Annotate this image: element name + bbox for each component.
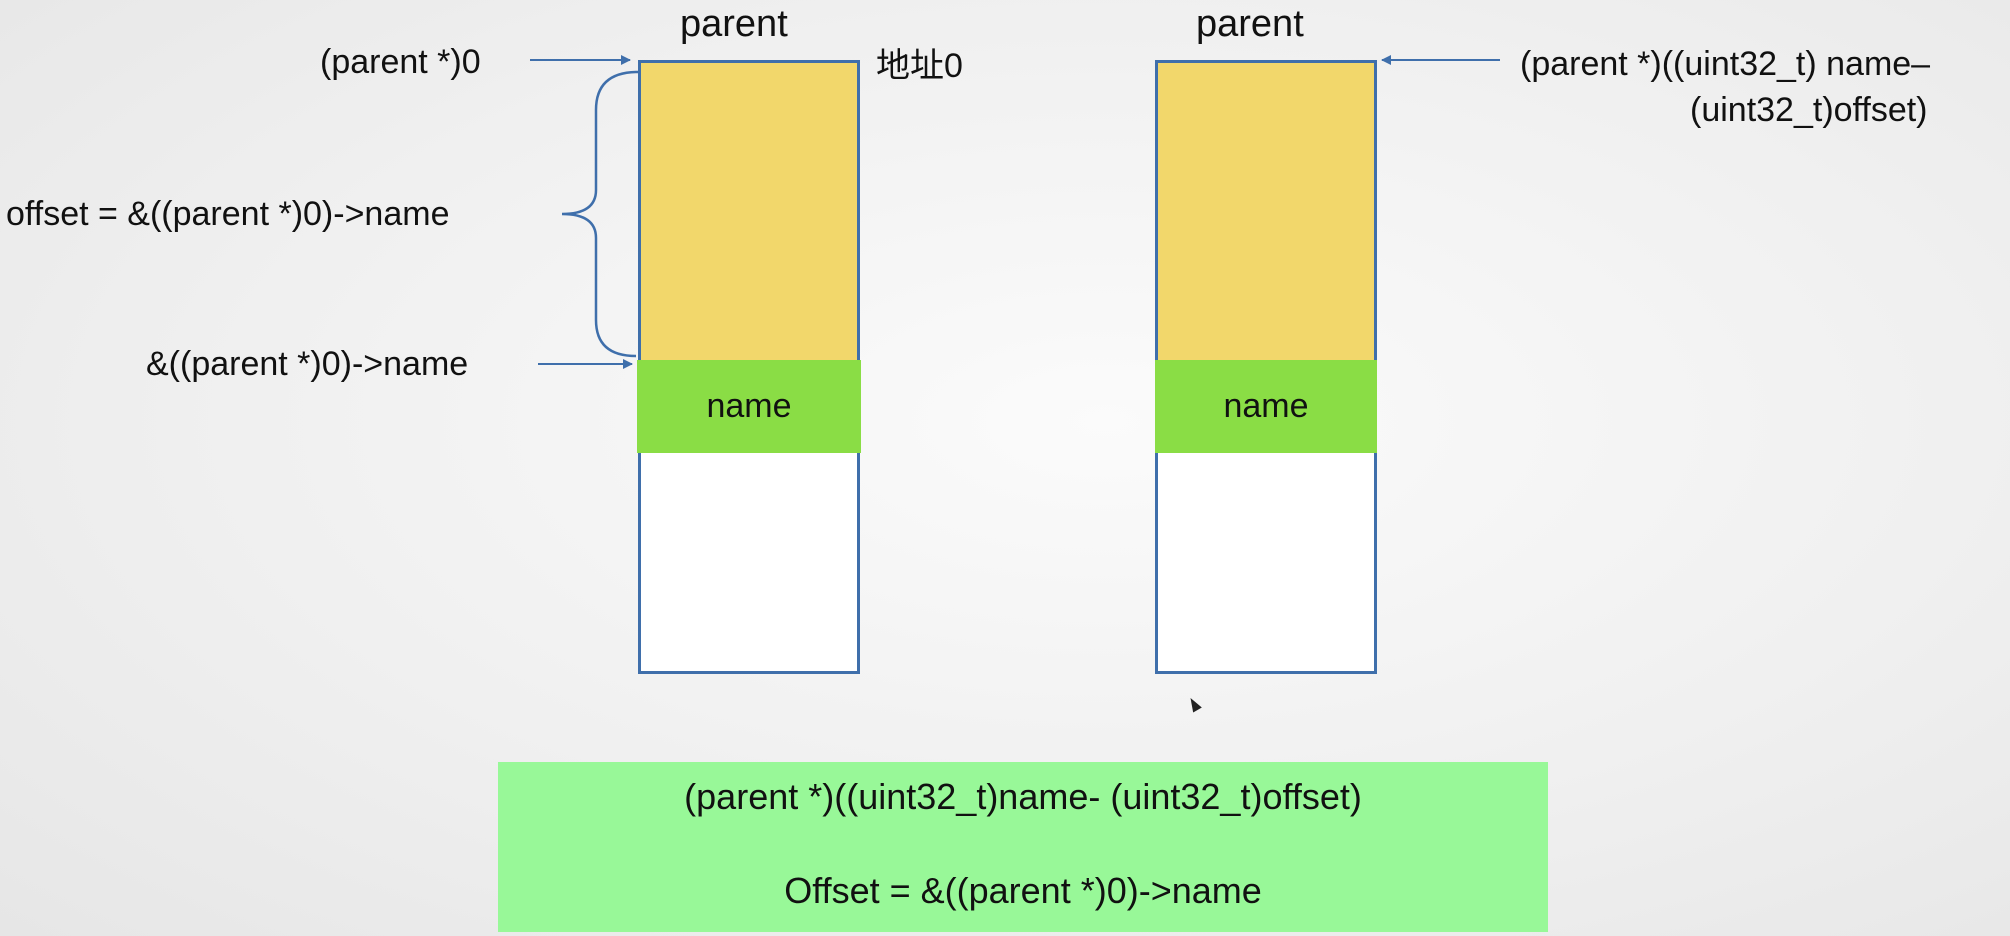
left-struct-title: parent [680, 3, 788, 45]
formula-box: (parent *)((uint32_t)name- (uint32_t)off… [498, 762, 1548, 932]
right-pointer-label-line1: (parent *)((uint32_t) name– [1520, 45, 1931, 83]
left-struct-padding [641, 63, 857, 360]
offset-brace [561, 70, 639, 358]
mouse-pointer-icon [1186, 695, 1202, 713]
formula-line-2: Offset = &((parent *)0)->name [784, 870, 1262, 911]
offset-brace-label: offset = &((parent *)0)->name [6, 195, 450, 233]
right-struct-title: parent [1196, 3, 1304, 45]
left-struct-member: name [637, 360, 861, 453]
member-address-label: &((parent *)0)->name [146, 345, 469, 383]
base-pointer-label: (parent *)0 [320, 43, 481, 81]
right-struct-member: name [1155, 360, 1377, 453]
left-member-label: name [706, 387, 792, 425]
right-member-label: name [1223, 387, 1309, 425]
address-zero-label: 地址0 [876, 47, 963, 85]
right-struct-padding [1158, 63, 1374, 360]
right-pointer-label-line2: (uint32_t)offset) [1690, 91, 1928, 129]
formula-line-1: (parent *)((uint32_t)name- (uint32_t)off… [684, 776, 1362, 817]
